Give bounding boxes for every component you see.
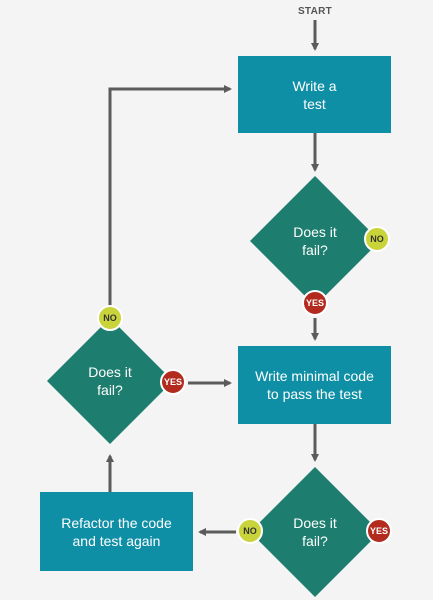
write-minimal-code-box: Write minimal code to pass the test (238, 346, 391, 424)
decision-2-diamond (250, 467, 380, 597)
refactor-box: Refactor the code and test again (40, 492, 193, 571)
write-test-label: Write a test (292, 77, 337, 112)
arrow-decision-3-no-to-write-test (108, 85, 232, 306)
decision-1-label: Does it fail? (293, 224, 337, 258)
write-minimal-code-label: Write minimal code to pass the test (255, 368, 374, 402)
decision-1-no-badge: NO (364, 226, 390, 252)
write-test-box: Write a test (238, 56, 391, 133)
decision-3-label: Does it fail? (88, 364, 132, 398)
decision-2-yes-badge: YES (366, 518, 392, 544)
decision-3-yes-badge: YES (160, 369, 186, 395)
start-label: START (297, 6, 333, 17)
decision-2-no-badge: NO (237, 518, 263, 544)
decision-3-diamond (47, 318, 173, 444)
decision-2-label: Does it fail? (293, 515, 337, 549)
decision-3-no-badge: NO (97, 305, 123, 331)
decision-1-diamond (250, 176, 380, 306)
decision-1-yes-badge: YES (302, 290, 328, 316)
refactor-label: Refactor the code and test again (61, 514, 172, 549)
